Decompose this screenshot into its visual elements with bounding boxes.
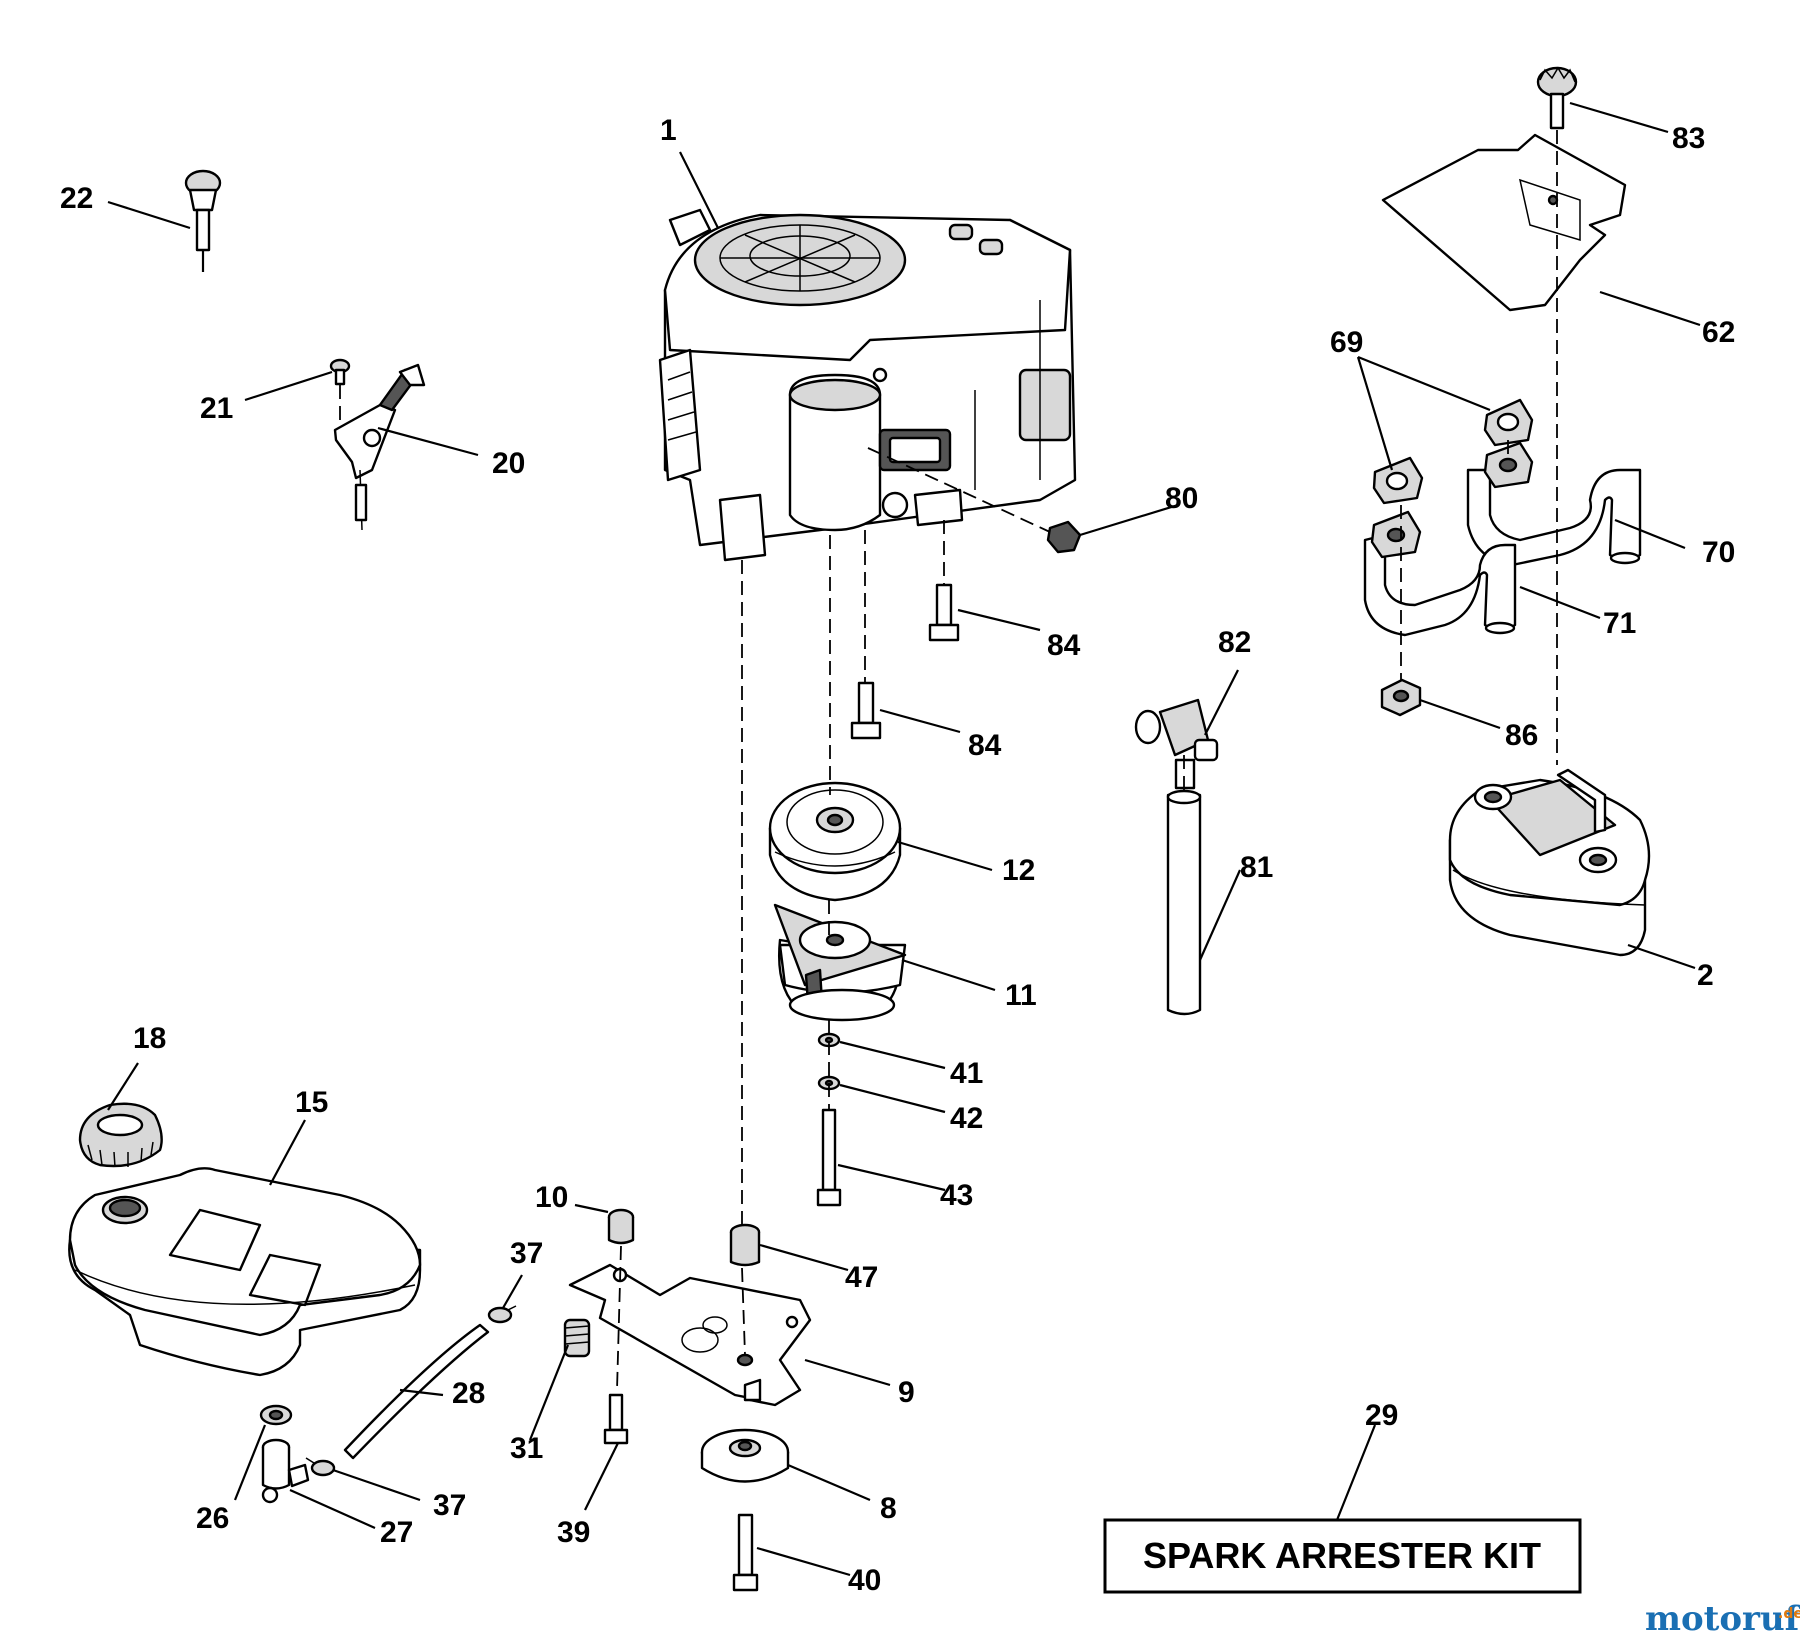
callout-70: 70 (1702, 536, 1735, 569)
exhaust-pipe-part (1363, 510, 1517, 637)
callout-15: 15 (295, 1086, 328, 1119)
callout-80: 80 (1165, 482, 1198, 515)
callout-18: 18 (133, 1022, 166, 1055)
spring-part (563, 1318, 591, 1358)
pto-clutch-part (773, 903, 907, 1022)
callout-42: 42 (950, 1102, 983, 1135)
hose-clamp-part (487, 1305, 517, 1324)
callout-69: 69 (1330, 326, 1363, 359)
watermark-suffix: .de (1778, 1606, 1800, 1622)
callout-84-upper: 84 (1047, 629, 1081, 662)
heat-shield-part (1381, 133, 1627, 312)
leader-lines (107, 101, 1701, 1577)
engine-bolt-part (850, 583, 960, 740)
spark-arrester-kit-label: SPARK ARRESTER KIT (1143, 1535, 1541, 1576)
engine-pulley-part (768, 781, 902, 902)
callout-40: 40 (848, 1564, 881, 1597)
fuel-pump-part (1134, 698, 1219, 790)
shutoff-valve-part (261, 1438, 310, 1504)
callout-21: 21 (200, 392, 233, 425)
pulley-bolt-part (732, 1513, 759, 1592)
callout-labels: 1 2 8 9 10 11 12 15 18 20 21 22 26 27 28… (60, 114, 1735, 1597)
callout-9: 9 (898, 1376, 915, 1409)
callout-8: 8 (880, 1492, 897, 1525)
idler-bracket-part (568, 1263, 812, 1407)
callout-1: 1 (660, 114, 677, 147)
exhaust-pipe-part (1466, 441, 1642, 567)
callout-82: 82 (1218, 626, 1251, 659)
watermark-main: motoruf (1645, 1599, 1800, 1639)
callout-86: 86 (1505, 719, 1538, 752)
callout-43: 43 (940, 1179, 973, 1212)
callout-39: 39 (557, 1516, 590, 1549)
callout-84-lower: 84 (968, 729, 1002, 762)
fuel-tank-part (68, 1167, 422, 1377)
callout-37-lower: 37 (433, 1489, 466, 1522)
nut-part (1046, 520, 1082, 554)
spacer-part (607, 1208, 761, 1267)
muffler-part (1448, 768, 1651, 957)
callout-81: 81 (1240, 851, 1273, 884)
tank-bushing-part (259, 1404, 293, 1426)
bracket-bolt-part (603, 1393, 629, 1445)
callout-28: 28 (452, 1377, 485, 1410)
callout-2: 2 (1697, 959, 1714, 992)
callout-12: 12 (1002, 854, 1035, 887)
callout-47: 47 (845, 1261, 878, 1294)
fuel-cap-part (78, 1102, 163, 1168)
dipstick-cap-part (184, 169, 222, 272)
washer-bolt-stack (816, 1032, 842, 1207)
callout-29: 29 (1365, 1399, 1398, 1432)
exhaust-gasket-part (1372, 398, 1534, 505)
callout-22: 22 (60, 182, 93, 215)
spark-arrester-kit-box: SPARK ARRESTER KIT (1103, 1518, 1582, 1594)
callout-71: 71 (1603, 607, 1636, 640)
callout-20: 20 (492, 447, 525, 480)
assembly-guide-lines (616, 130, 1558, 1391)
callout-41: 41 (950, 1057, 983, 1090)
shield-screw-part (1536, 66, 1578, 130)
exhaust-nut-part (1380, 678, 1422, 717)
callout-26: 26 (196, 1502, 229, 1535)
callout-37-upper: 37 (510, 1237, 543, 1270)
engine-part (658, 208, 1077, 562)
callout-83: 83 (1672, 122, 1705, 155)
idler-pulley-part (700, 1428, 790, 1483)
hose-clamp-part (305, 1457, 336, 1477)
callout-62: 62 (1702, 316, 1735, 349)
throttle-control-part (329, 358, 426, 531)
callout-10: 10 (535, 1181, 568, 1214)
fuel-line-part (1166, 789, 1202, 1016)
callout-11: 11 (1005, 979, 1037, 1012)
callout-27: 27 (380, 1516, 413, 1549)
callout-31: 31 (510, 1432, 543, 1465)
watermark-logo: motoruf .de (1645, 1599, 1800, 1639)
